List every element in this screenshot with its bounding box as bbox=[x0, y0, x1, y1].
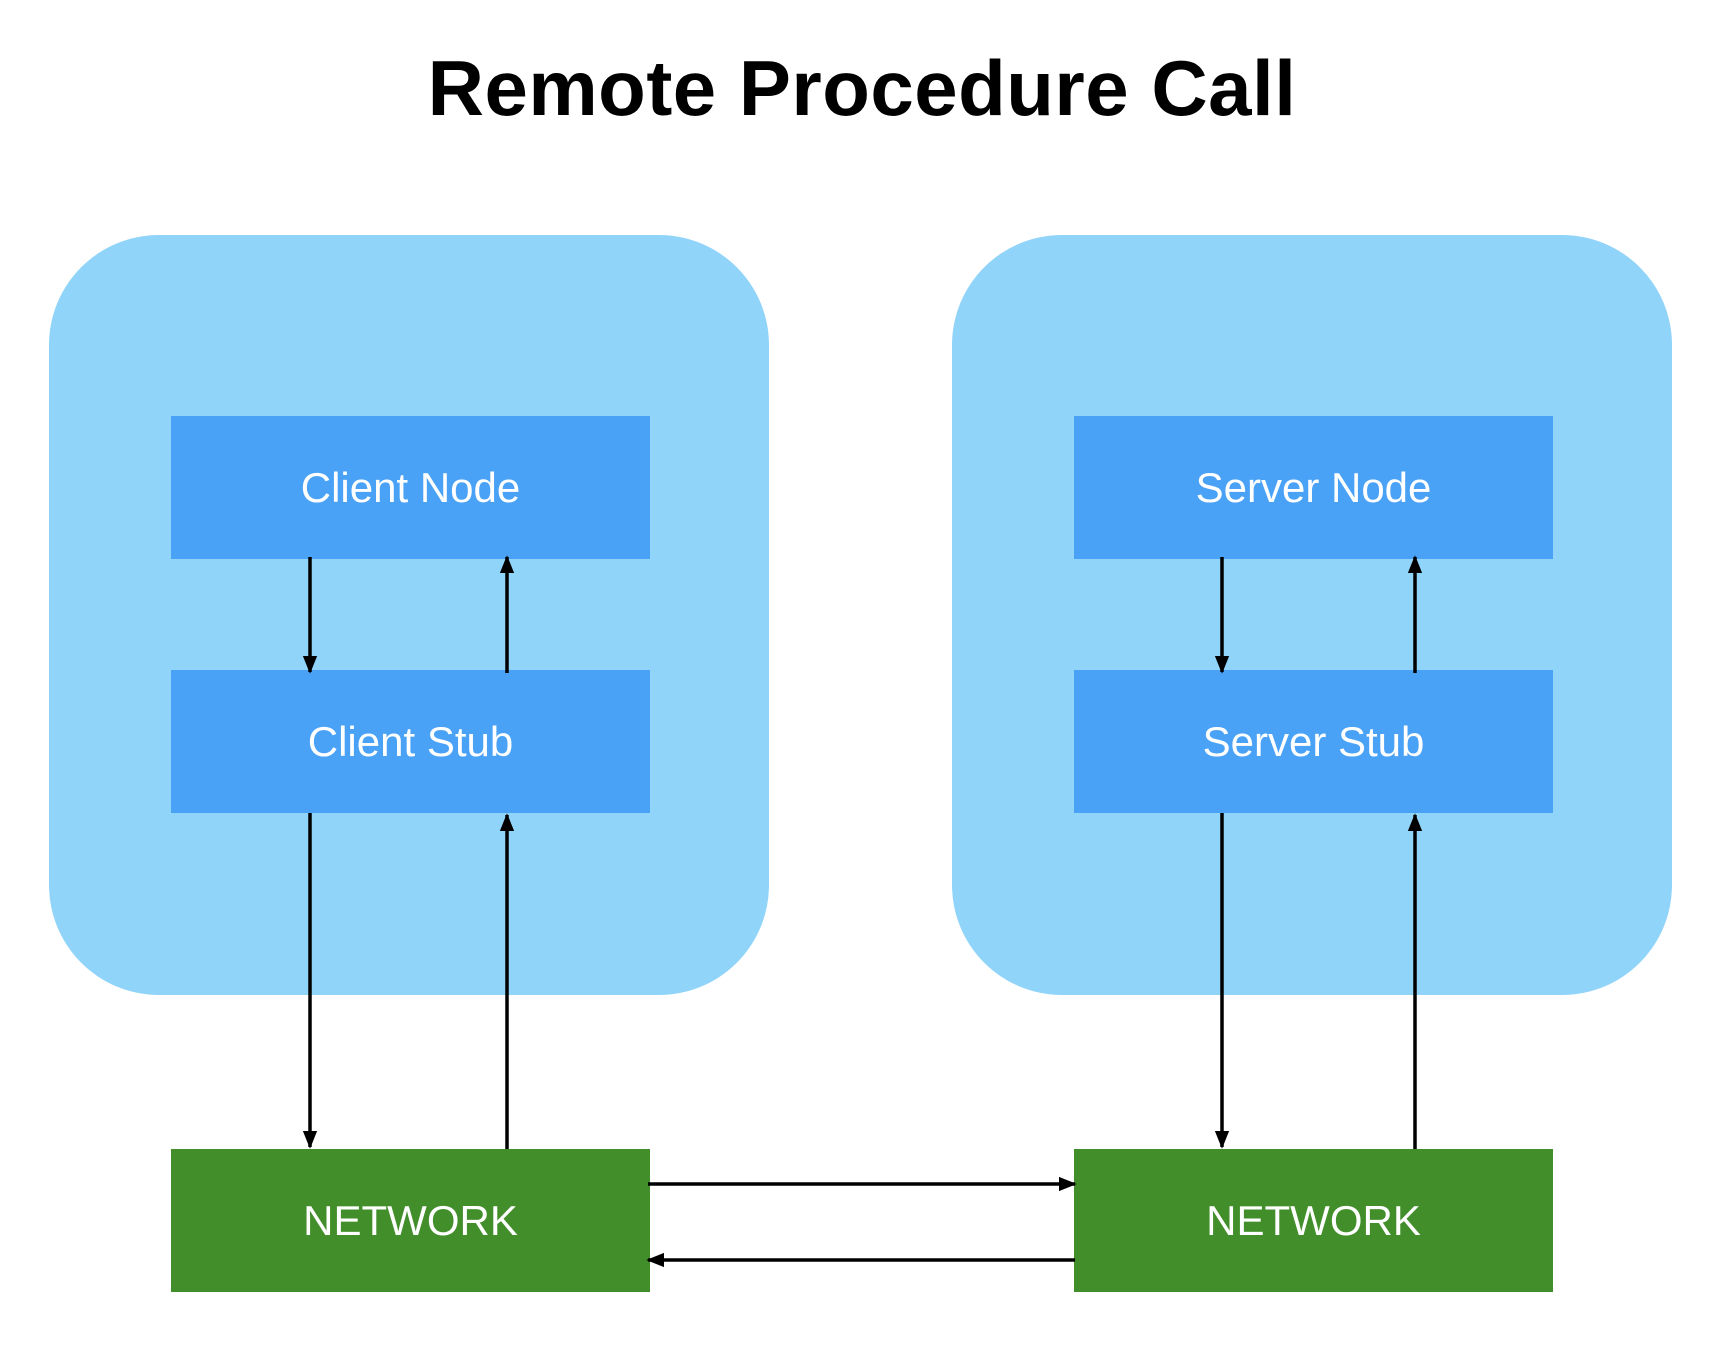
client-stub-box: Client Stub bbox=[171, 670, 650, 813]
client-stub-label: Client Stub bbox=[307, 717, 514, 765]
server-network-label: NETWORK bbox=[1206, 1196, 1421, 1244]
server-stub-label: Server Stub bbox=[1202, 717, 1425, 765]
server-node-label: Server Node bbox=[1195, 463, 1432, 511]
diagram-title: Remote Procedure Call bbox=[427, 44, 1297, 132]
client-network-label: NETWORK bbox=[303, 1196, 518, 1244]
client-node-box: Client Node bbox=[171, 416, 650, 559]
client-node-label: Client Node bbox=[300, 463, 521, 511]
server-stub-box: Server Stub bbox=[1074, 670, 1553, 813]
client-machine-container bbox=[49, 235, 769, 995]
server-node-box: Server Node bbox=[1074, 416, 1553, 559]
server-network-box: NETWORK bbox=[1074, 1149, 1553, 1292]
client-network-box: NETWORK bbox=[171, 1149, 650, 1292]
server-machine-container bbox=[952, 235, 1672, 995]
